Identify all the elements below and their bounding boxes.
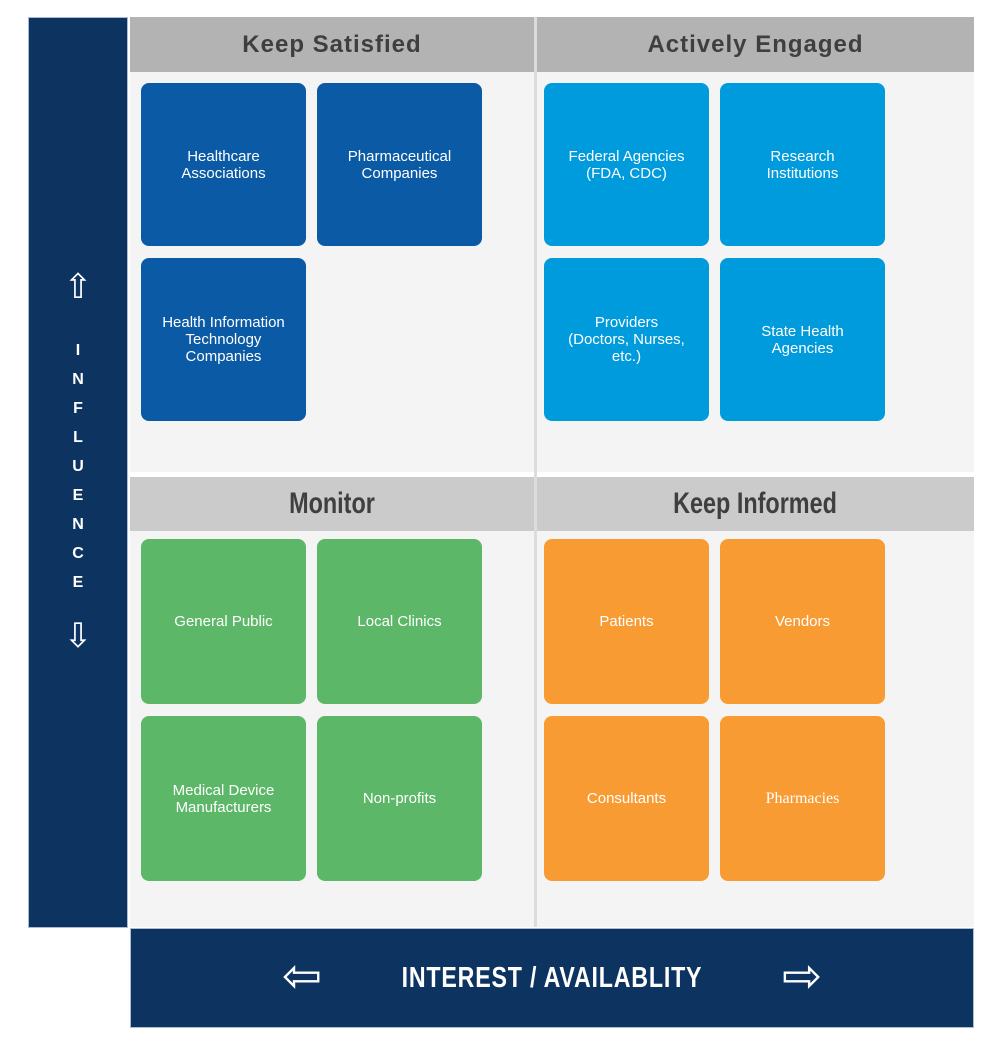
- card-local-clinics: Local Clinics: [317, 539, 482, 704]
- card-medical-device-manufacturers: Medical Device Manufacturers: [141, 716, 306, 881]
- influence-axis-bar: ⇧ I N F L U E N C E ⇩: [28, 17, 128, 928]
- grid-right-column: Actively Engaged Federal Agencies (FDA, …: [537, 17, 974, 927]
- card-state-health-agencies: State Health Agencies: [720, 258, 885, 421]
- row-divider: [537, 472, 974, 477]
- card-pharmaceutical-companies: Pharmaceutical Companies: [317, 83, 482, 246]
- card-patients: Patients: [544, 539, 709, 704]
- influence-letter: I: [75, 342, 81, 359]
- card-general-public: General Public: [141, 539, 306, 704]
- quadrant-title-monitor: Monitor: [130, 477, 534, 531]
- influence-letter: L: [73, 429, 83, 446]
- quadrant-monitor: General Public Local Clinics Medical Dev…: [130, 531, 534, 927]
- quadrant-title-text: Keep Informed: [673, 487, 838, 520]
- quadrant-keep-informed: Patients Vendors Consultants Pharmacies: [537, 531, 974, 927]
- quadrant-title-keep-satisfied: Keep Satisfied: [130, 17, 534, 72]
- interest-axis-bar: ⇦ INTEREST / AVAILABLITY ⇨: [130, 928, 974, 1028]
- quadrant-keep-satisfied: Healthcare Associations Pharmaceutical C…: [130, 72, 534, 472]
- quadrant-title-text: Keep Satisfied: [242, 30, 422, 58]
- quadrant-title-actively-engaged: Actively Engaged: [537, 17, 974, 72]
- card-providers: Providers (Doctors, Nurses, etc.): [544, 258, 709, 421]
- column-divider: [534, 17, 537, 927]
- quadrant-title-text: Monitor: [289, 487, 375, 520]
- influence-axis-label: I N F L U E N C E: [72, 336, 84, 597]
- influence-letter: C: [72, 545, 84, 562]
- card-healthcare-associations: Healthcare Associations: [141, 83, 306, 246]
- influence-letter: E: [72, 487, 84, 504]
- influence-letter: F: [73, 400, 83, 417]
- card-non-profits: Non-profits: [317, 716, 482, 881]
- influence-letter: E: [72, 574, 84, 591]
- down-arrow-icon: ⇩: [63, 616, 93, 656]
- card-vendors: Vendors: [720, 539, 885, 704]
- quadrant-grid: Keep Satisfied Healthcare Associations P…: [130, 17, 974, 927]
- interest-axis-label: INTEREST / AVAILABLITY: [364, 962, 740, 995]
- up-arrow-icon: ⇧: [63, 267, 93, 307]
- quadrant-actively-engaged: Federal Agencies (FDA, CDC) Research Ins…: [537, 72, 974, 472]
- influence-letter: U: [72, 458, 84, 475]
- quadrant-title-keep-informed: Keep Informed: [537, 477, 974, 531]
- grid-left-column: Keep Satisfied Healthcare Associations P…: [130, 17, 534, 927]
- quadrant-title-text: Actively Engaged: [647, 30, 864, 58]
- card-consultants: Consultants: [544, 716, 709, 881]
- card-research-institutions: Research Institutions: [720, 83, 885, 246]
- card-pharmacies: Pharmacies: [720, 716, 885, 881]
- influence-letter: N: [72, 516, 84, 533]
- card-federal-agencies: Federal Agencies (FDA, CDC): [544, 83, 709, 246]
- card-health-it-companies: Health Information Technology Companies: [141, 258, 306, 421]
- row-divider: [130, 472, 534, 477]
- interest-axis-text: INTEREST / AVAILABLITY: [401, 961, 703, 994]
- influence-letter: N: [72, 371, 84, 388]
